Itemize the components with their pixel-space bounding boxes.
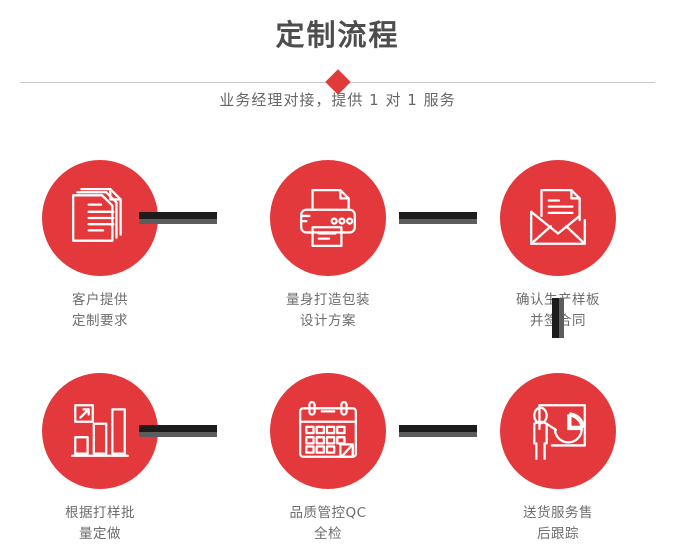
connector-step3-step6 <box>552 298 564 338</box>
flow-step-6-circle[interactable] <box>500 373 616 489</box>
envelope-document-icon <box>530 189 586 245</box>
flow-step-6-label: 送货服务售 后跟踪 <box>523 505 593 542</box>
flow-step-4-circle[interactable] <box>42 373 158 489</box>
flow-step-1-label: 客户提供 定制要求 <box>72 292 128 329</box>
flow-step-5-label: 品质管控QC 全检 <box>289 505 367 542</box>
flow-step-2-circle[interactable] <box>270 160 386 276</box>
connector-bar-shadow <box>139 219 217 224</box>
connector-bar <box>399 425 477 432</box>
flow-step-3-circle[interactable] <box>500 160 616 276</box>
printer-icon <box>300 189 356 247</box>
connector-step1-step2 <box>139 212 217 224</box>
flow-step-1-circle[interactable] <box>42 160 158 276</box>
flow-step-4-label: 根据打样批 量定做 <box>65 505 135 542</box>
connector-bar <box>552 298 559 338</box>
connector-bar <box>139 425 217 432</box>
connector-step2-step3 <box>399 212 477 224</box>
documents-stack-icon <box>72 187 122 242</box>
connector-step5-step6 <box>399 425 477 437</box>
flow-step-2-label: 量身打造包装 设计方案 <box>286 292 370 329</box>
calendar-icon <box>299 400 357 458</box>
connector-bar <box>399 212 477 219</box>
connector-bar-shadow <box>399 219 477 224</box>
presentation-person-icon <box>533 404 586 460</box>
flow-step-1[interactable]: 客户提供 定制要求 <box>20 160 180 332</box>
bar-chart-growth-icon <box>71 404 129 457</box>
flow-step-5-circle <box>270 373 386 489</box>
page-title: 定制流程 <box>275 18 400 52</box>
connector-step4-step5 <box>139 425 217 437</box>
header-section: 定制流程 业务经理对接，提供 1 对 1 服务 <box>0 0 675 130</box>
flow-step-2[interactable]: 量身打造包装 设计方案 <box>248 160 408 332</box>
connector-bar-shadow <box>559 298 564 338</box>
connector-bar-shadow <box>399 432 477 437</box>
connector-bar <box>139 212 217 219</box>
flow-step-4[interactable]: 根据打样批 量定做 <box>20 373 180 545</box>
process-flow-diagram: 客户提供 定制要求 量身打造包装 设计方案 <box>0 130 675 550</box>
title-divider <box>0 69 675 95</box>
connector-bar-shadow <box>139 432 217 437</box>
flow-step-3[interactable]: 确认生产样板 并签合同 <box>478 160 638 332</box>
flow-step-6[interactable]: 送货服务售 后跟踪 <box>478 373 638 545</box>
flow-step-5[interactable]: 品质管控QC 全检 <box>248 373 408 545</box>
page-subtitle: 业务经理对接，提供 1 对 1 服务 <box>219 91 456 109</box>
